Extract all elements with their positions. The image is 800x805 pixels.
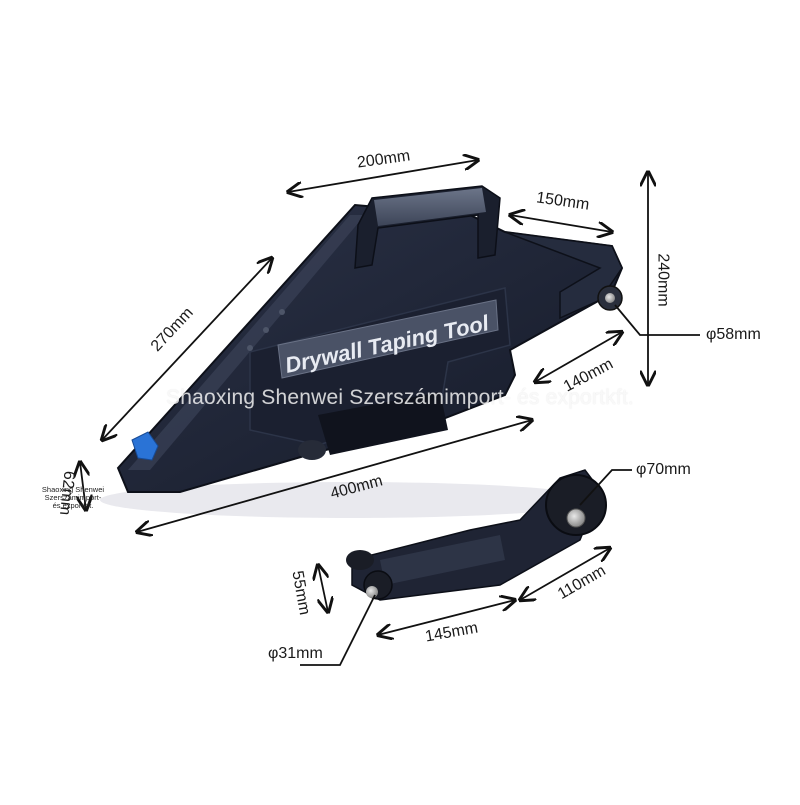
- arrow-145: [378, 600, 515, 635]
- arrow-400: [137, 420, 532, 532]
- label-phi58mm: φ58mm: [706, 326, 761, 343]
- roller-small-wheel: [346, 550, 374, 570]
- arrow-140: [535, 332, 622, 382]
- arrow-150: [510, 215, 612, 232]
- watermark-small: Shaoxing Shenwei Szerszámimport- és expo…: [41, 485, 105, 510]
- label-phi31mm: φ31mm: [268, 645, 323, 662]
- arrow-62: [80, 462, 86, 510]
- leader-70: [579, 469, 632, 506]
- label-phi70mm: φ70mm: [636, 461, 691, 478]
- arrow-55: [318, 565, 328, 612]
- rivet: [263, 327, 269, 333]
- arrow-270: [102, 258, 272, 440]
- roller-big-wheel: [545, 474, 607, 536]
- watermark-main: Shaoxing Shenwei Szerszámimport- és expo…: [166, 386, 634, 409]
- roller-small-hub: [366, 586, 378, 598]
- roller-arm-face: [380, 535, 505, 585]
- leader-31: [300, 594, 376, 666]
- label-240mm: 240mm: [654, 253, 672, 307]
- arrow-200: [288, 160, 478, 192]
- tool-front-arm: [504, 231, 623, 320]
- rivet: [247, 345, 253, 351]
- mechanism-roller: [298, 440, 326, 460]
- front-wheel-hub: [605, 293, 615, 303]
- dimension-arrows: [80, 160, 700, 666]
- leader-58: [614, 304, 700, 336]
- rivet: [279, 309, 285, 315]
- label-plate: [277, 299, 499, 379]
- roller-big-hub: [566, 508, 586, 528]
- arrow-110: [520, 548, 610, 600]
